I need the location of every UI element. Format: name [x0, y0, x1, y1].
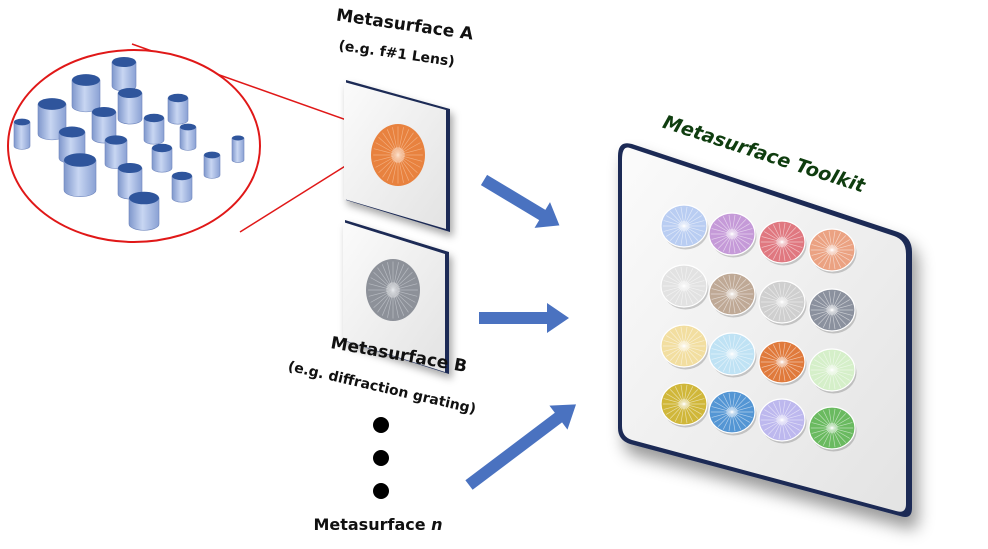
- toolkit-lens: [808, 288, 857, 334]
- nanopillar: [203, 151, 221, 179]
- arrow-a-to-toolkit: [480, 174, 560, 228]
- arrows: [465, 174, 577, 490]
- zoom-inset: [7, 43, 392, 243]
- nanopillar: [13, 118, 31, 150]
- toolkit-panel: [618, 143, 912, 517]
- toolkit-lens: [708, 390, 757, 436]
- metasurface-b: Metasurface B (e.g. diffraction grating): [286, 220, 477, 418]
- nanopillar: [171, 171, 193, 203]
- ellipsis-dot-3: [373, 483, 389, 499]
- toolkit-lens: [808, 348, 857, 394]
- metasurface-toolkit: Metasurface Toolkit: [618, 111, 912, 517]
- toolkit-lens: [660, 382, 709, 428]
- nanopillar: [117, 87, 143, 125]
- arrow-b-to-toolkit: [479, 303, 569, 333]
- nanopillar: [143, 113, 165, 145]
- toolkit-lens: [758, 398, 807, 444]
- toolkit-lens: [660, 324, 709, 370]
- toolkit-lens: [660, 264, 709, 310]
- metasurface-n-prefix: Metasurface: [313, 515, 431, 534]
- toolkit-lens: [660, 204, 709, 250]
- ellipsis-dots: [373, 417, 389, 499]
- nanopillar: [111, 56, 137, 92]
- nanopillar: [151, 143, 173, 173]
- toolkit-lens: [758, 280, 807, 326]
- ellipsis-dot-1: [373, 417, 389, 433]
- nanopillar: [63, 153, 97, 198]
- ellipsis-dot-2: [373, 450, 389, 466]
- toolkit-lens: [808, 406, 857, 452]
- metasurface-a: Metasurface A (e.g. f#1 Lens): [335, 6, 475, 232]
- metasurface-n-label: Metasurface n: [313, 515, 442, 534]
- nanopillar: [71, 74, 101, 113]
- nanopillar: [104, 135, 128, 169]
- metasurface-n-var: n: [431, 515, 442, 534]
- toolkit-lens: [708, 332, 757, 378]
- arrow-n-to-toolkit: [465, 404, 577, 490]
- nanopillar: [117, 162, 143, 200]
- toolkit-lens: [708, 212, 757, 258]
- metasurface-a-title: Metasurface A: [335, 6, 475, 45]
- metasurface-a-example: (e.g. f#1 Lens): [338, 38, 456, 70]
- nanopillar: [167, 93, 189, 125]
- toolkit-lens: [758, 220, 807, 266]
- nanopillar: [231, 135, 245, 163]
- toolkit-lens-grid: [660, 204, 857, 452]
- toolkit-lens: [708, 272, 757, 318]
- nanopillar: [179, 123, 197, 151]
- toolkit-lens: [758, 340, 807, 386]
- nanopillar-array: [13, 56, 245, 231]
- toolkit-lens: [808, 228, 857, 274]
- nanopillar: [128, 191, 160, 231]
